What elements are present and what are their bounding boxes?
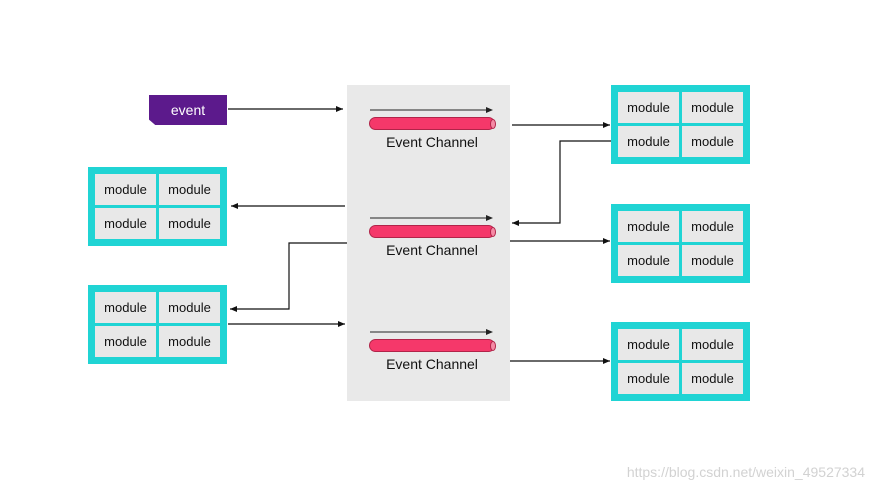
module-group: module module module module (88, 285, 227, 364)
group-to-channel2-arrow (512, 140, 611, 226)
flow-arrow-icon (370, 107, 493, 113)
module-box: module (682, 211, 743, 242)
module-group: module module module module (611, 204, 750, 283)
module-box: module (95, 174, 156, 205)
module-group: module module module module (611, 85, 750, 164)
module-box: module (159, 292, 220, 323)
module-box: module (159, 208, 220, 239)
bus-to-left-group-arrow (230, 242, 347, 312)
module-group: module module module module (88, 167, 227, 246)
module-box: module (682, 245, 743, 276)
event-source: event (149, 95, 227, 125)
pipe-end (490, 341, 496, 351)
channel-label: Event Channel (386, 134, 478, 150)
event-label: event (170, 102, 206, 118)
module-box: module (95, 326, 156, 357)
module-box: module (95, 208, 156, 239)
module-box: module (618, 126, 679, 157)
module-box: module (618, 329, 679, 360)
module-box: module (682, 329, 743, 360)
module-box: module (682, 126, 743, 157)
pipe-end (490, 119, 496, 129)
channel-label: Event Channel (386, 242, 478, 258)
module-box: module (682, 363, 743, 394)
module-box: module (159, 326, 220, 357)
channel-pipe (369, 225, 496, 238)
watermark: https://blog.csdn.net/weixin_49527334 (626, 464, 865, 480)
module-box: module (95, 292, 156, 323)
module-box: module (682, 92, 743, 123)
channel-label: Event Channel (386, 356, 478, 372)
pipe-end (490, 227, 496, 237)
channel-pipe (369, 117, 496, 130)
module-group: module module module module (611, 322, 750, 401)
channel-pipe (369, 339, 496, 352)
flow-arrow-icon (370, 215, 493, 221)
module-box: module (618, 363, 679, 394)
module-box: module (618, 211, 679, 242)
module-box: module (159, 174, 220, 205)
module-box: module (618, 92, 679, 123)
flow-arrow-icon (370, 329, 493, 335)
module-box: module (618, 245, 679, 276)
